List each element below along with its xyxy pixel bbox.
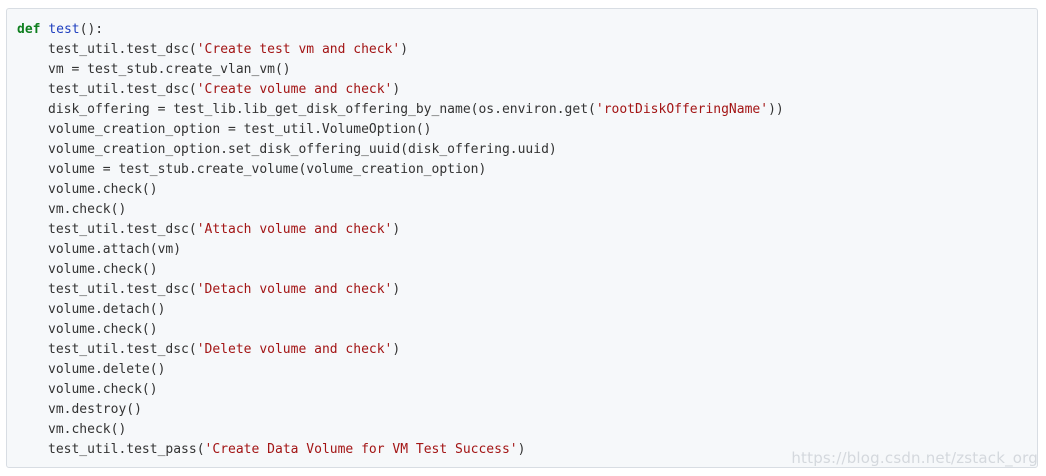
- code-line: vm.destroy(): [17, 400, 784, 420]
- code-block: def test():test_util.test_dsc('Create te…: [6, 8, 1038, 468]
- code-text: test_util.test_dsc(: [48, 222, 197, 237]
- code-text: volume.detach(): [48, 302, 166, 317]
- watermark-text: https://blog.csdn.net/zstack_org: [791, 449, 1038, 467]
- code-line: volume_creation_option.set_disk_offering…: [17, 140, 784, 160]
- code-line: test_util.test_dsc('Attach volume and ch…: [17, 220, 784, 240]
- code-text: ): [392, 222, 401, 237]
- code-text: vm.check(): [48, 202, 127, 217]
- code-string: 'Create volume and check': [196, 82, 393, 97]
- code-line: disk_offering = test_lib.lib_get_disk_of…: [17, 100, 784, 120]
- code-string: 'Detach volume and check': [196, 282, 393, 297]
- code-function-name: test: [48, 22, 80, 37]
- code-line: volume.check(): [17, 180, 784, 200]
- code-text: vm.destroy(): [48, 402, 142, 417]
- code-line: test_util.test_pass('Create Data Volume …: [17, 440, 784, 460]
- code-text: ): [517, 442, 526, 457]
- code-string: 'Delete volume and check': [196, 342, 393, 357]
- code-line: vm.check(): [17, 420, 784, 440]
- code-text: volume = test_stub.create_volume(volume_…: [48, 162, 487, 177]
- code-line: test_util.test_dsc('Create volume and ch…: [17, 80, 784, 100]
- code-text: volume.check(): [48, 182, 158, 197]
- code-line: volume.check(): [17, 320, 784, 340]
- code-text: volume.attach(vm): [48, 242, 182, 257]
- code-text: volume.check(): [48, 322, 158, 337]
- code-line: volume.check(): [17, 260, 784, 280]
- code-text: vm.check(): [48, 422, 127, 437]
- code-text: ): [392, 82, 401, 97]
- code-line: volume_creation_option = test_util.Volum…: [17, 120, 784, 140]
- code-text: volume.check(): [48, 262, 158, 277]
- code-string: 'Create Data Volume for VM Test Success': [204, 442, 518, 457]
- code-text: disk_offering = test_lib.lib_get_disk_of…: [48, 102, 596, 117]
- code-text: volume.delete(): [48, 362, 166, 377]
- code-text: )): [768, 102, 784, 117]
- code-text: ): [392, 342, 401, 357]
- code-listing: def test():test_util.test_dsc('Create te…: [17, 20, 784, 460]
- code-line: volume.detach(): [17, 300, 784, 320]
- code-line: volume.attach(vm): [17, 240, 784, 260]
- code-text: test_util.test_dsc(: [48, 282, 197, 297]
- code-text: ): [392, 282, 401, 297]
- code-keyword: def: [17, 22, 49, 37]
- code-text: test_util.test_pass(: [48, 442, 205, 457]
- code-text: volume.check(): [48, 382, 158, 397]
- code-text: vm = test_stub.create_vlan_vm(): [48, 62, 291, 77]
- code-line: volume.check(): [17, 380, 784, 400]
- code-string: 'Attach volume and check': [196, 222, 393, 237]
- code-text: test_util.test_dsc(: [48, 342, 197, 357]
- code-text: volume_creation_option.set_disk_offering…: [48, 142, 557, 157]
- code-line: volume.delete(): [17, 360, 784, 380]
- code-line: test_util.test_dsc('Delete volume and ch…: [17, 340, 784, 360]
- code-string: 'Create test vm and check': [196, 42, 401, 57]
- code-line: def test():: [17, 20, 784, 40]
- code-line: vm.check(): [17, 200, 784, 220]
- code-text: volume_creation_option = test_util.Volum…: [48, 122, 432, 137]
- code-line: volume = test_stub.create_volume(volume_…: [17, 160, 784, 180]
- code-text: test_util.test_dsc(: [48, 42, 197, 57]
- code-line: vm = test_stub.create_vlan_vm(): [17, 60, 784, 80]
- code-text: ():: [79, 22, 104, 37]
- code-string: 'rootDiskOfferingName': [595, 102, 769, 117]
- code-line: test_util.test_dsc('Create test vm and c…: [17, 40, 784, 60]
- code-text: test_util.test_dsc(: [48, 82, 197, 97]
- code-line: test_util.test_dsc('Detach volume and ch…: [17, 280, 784, 300]
- code-text: ): [400, 42, 409, 57]
